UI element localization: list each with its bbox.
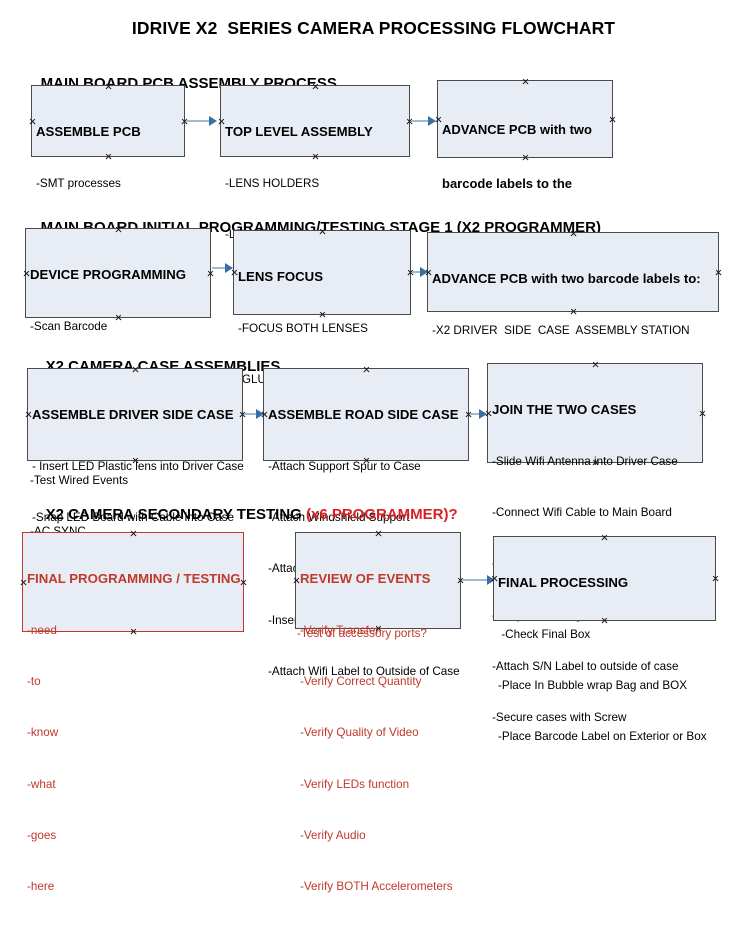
box-road-side-line-1: -Attach Support Spur to Case xyxy=(268,460,421,473)
box-final-programming-line-3: -know xyxy=(27,726,59,740)
connector-2a xyxy=(212,267,230,269)
box-top-level-assembly[interactable]: TOP LEVEL ASSEMBLY -LENS HOLDERS -LENSES xyxy=(218,85,410,241)
box-review-events-line-5: -Verify Audio xyxy=(300,828,366,842)
connection-point-left xyxy=(218,118,225,125)
box-final-processing[interactable]: FINAL PROCESSING -Check Final Box -Place… xyxy=(493,536,716,743)
box-assemble-driver-side-case[interactable]: ASSEMBLE DRIVER SIDE CASE - Insert LED P… xyxy=(25,368,244,627)
box-review-events-line-2: -Verify Correct Quantity xyxy=(300,675,422,689)
box-join-cases-line-2: -Connect Wifi Cable to Main Board xyxy=(492,506,672,520)
box-device-programming-line-1: -Scan Barcode xyxy=(30,320,108,333)
box-driver-side-title: ASSEMBLE DRIVER SIDE CASE xyxy=(32,407,234,422)
box-review-events-line-3: -Verify Quality of Video xyxy=(300,726,419,740)
box-lens-focus-line-1: -FOCUS BOTH LENSES xyxy=(238,322,368,335)
box-advance-pcb-driver-line-1: -X2 DRIVER SIDE CASE ASSEMBLY STATION xyxy=(432,324,690,337)
page-title: IDRIVE X2 SERIES CAMERA PROCESSING FLOWC… xyxy=(131,18,616,38)
box-assemble-pcb[interactable]: ASSEMBLE PCB -SMT processes - HAND Solde… xyxy=(29,85,185,292)
connector-3b-arrowhead xyxy=(479,409,487,419)
connector-3a-arrowhead xyxy=(256,409,264,419)
box-join-cases-title: JOIN THE TWO CASES xyxy=(492,402,637,417)
box-final-programming-line-5: -goes xyxy=(27,828,57,842)
box-advance-pcb-driver-side-station[interactable]: ADVANCE PCB with two barcode labels to: … xyxy=(427,232,719,337)
connector-3a xyxy=(244,413,261,415)
connector-2b-arrowhead xyxy=(420,267,428,277)
connector-1a-arrowhead xyxy=(209,116,217,126)
box-top-level-assembly-title: TOP LEVEL ASSEMBLY xyxy=(225,124,373,139)
box-final-programming-title: FINAL PROGRAMMING / TESTING xyxy=(27,571,241,586)
connection-point-left xyxy=(20,579,27,586)
connector-1b-arrowhead xyxy=(428,116,436,126)
box-review-of-events[interactable]: REVIEW OF EVENTS -Verify Transfer -Verif… xyxy=(295,532,461,893)
box-join-the-two-cases[interactable]: JOIN THE TWO CASES -Slide Wifi Antenna i… xyxy=(487,363,703,724)
box-final-programming-line-6: -here xyxy=(27,880,55,894)
box-top-level-assembly-line-1: -LENS HOLDERS xyxy=(225,177,320,190)
box-advance-pcb-programming-station[interactable]: ADVANCE PCB with two barcode labels to t… xyxy=(437,78,613,245)
section-heading-2: MAIN BOARD INITIAL PROGRAMMING/TESTING S… xyxy=(24,202,601,253)
connector-2b xyxy=(412,271,426,273)
section-heading-4-accent: (x6 PROGRAMMER)? xyxy=(305,506,458,523)
section-heading-4-text: X2 CAMERA SECONDARY TESTING xyxy=(45,506,306,523)
connection-point-left xyxy=(29,118,36,125)
box-final-processing-line-2: -Place In Bubble wrap Bag and BOX xyxy=(498,679,688,693)
section-heading-2-text: MAIN BOARD INITIAL PROGRAMMING/TESTING S… xyxy=(40,219,601,236)
connector-2a-arrowhead xyxy=(225,263,233,273)
flowchart-canvas: IDRIVE X2 SERIES CAMERA PROCESSING FLOWC… xyxy=(0,0,747,662)
box-device-programming-line-4: -Test Wired Events xyxy=(30,473,129,487)
box-final-programming-line-4: -what xyxy=(27,777,56,791)
box-device-programming[interactable]: DEVICE PROGRAMMING -Scan Barcode -Boot L… xyxy=(23,228,211,538)
box-join-cases-line-1: -Slide Wifi Antenna into Driver Case xyxy=(492,455,678,468)
box-advance-pcb-line-1: ADVANCE PCB with two xyxy=(442,122,592,137)
box-driver-side-line-1: - Insert LED Plastic lens into Driver Ca… xyxy=(32,460,244,473)
box-assemble-pcb-title: ASSEMBLE PCB xyxy=(36,124,141,139)
section-heading-4: X2 CAMERA SECONDARY TESTING (x6 PROGRAMM… xyxy=(29,489,458,540)
connector-1b xyxy=(411,120,432,122)
connector-1a xyxy=(186,120,212,122)
connector-4a-arrowhead xyxy=(487,575,495,585)
box-advance-pcb-driver-title: ADVANCE PCB with two barcode labels to: xyxy=(432,271,701,286)
box-review-events-title: REVIEW OF EVENTS xyxy=(300,571,431,586)
box-final-programming-testing[interactable]: FINAL PROGRAMMING / TESTING -need -to -k… xyxy=(20,532,244,893)
box-assemble-road-side-case[interactable]: ASSEMBLE ROAD SIDE CASE -Attach Support … xyxy=(263,368,469,678)
box-assemble-pcb-line-1: -SMT processes xyxy=(36,177,121,190)
box-driver-side-line-2: -Snap LED Board with Cable into Case xyxy=(32,511,235,525)
box-review-events-line-4: -Verify LEDs function xyxy=(300,777,410,791)
box-review-events-overflow-line: -Test of accessory ports? xyxy=(297,627,427,640)
box-device-programming-title: DEVICE PROGRAMMING xyxy=(30,267,187,282)
box-final-processing-line-3: -Place Barcode Label on Exterior or Box xyxy=(498,730,707,744)
connection-point-left xyxy=(25,411,32,418)
connector-4a xyxy=(462,579,494,581)
connection-point-left xyxy=(23,270,30,277)
box-road-side-title: ASSEMBLE ROAD SIDE CASE xyxy=(268,407,459,422)
box-final-processing-title: FINAL PROCESSING xyxy=(498,575,629,590)
box-review-events-line-6: -Verify BOTH Accelerometers xyxy=(300,880,453,894)
connection-point-top xyxy=(522,78,529,85)
box-road-side-line-2: -Attach Windshield Support xyxy=(268,511,410,525)
box-lens-focus[interactable]: LENS FOCUS -FOCUS BOTH LENSES -GLUE LENS… xyxy=(233,230,411,386)
box-final-programming-line-2: -to xyxy=(27,675,41,689)
box-advance-pcb-line-2: barcode labels to the xyxy=(442,176,573,191)
box-review-events-line-1: -Verify Transfer xyxy=(300,624,380,637)
connector-3b xyxy=(470,413,485,415)
box-final-programming-line-1: -need xyxy=(27,624,57,637)
box-lens-focus-title: LENS FOCUS xyxy=(238,269,323,284)
box-final-processing-line-1: -Check Final Box xyxy=(498,628,591,641)
